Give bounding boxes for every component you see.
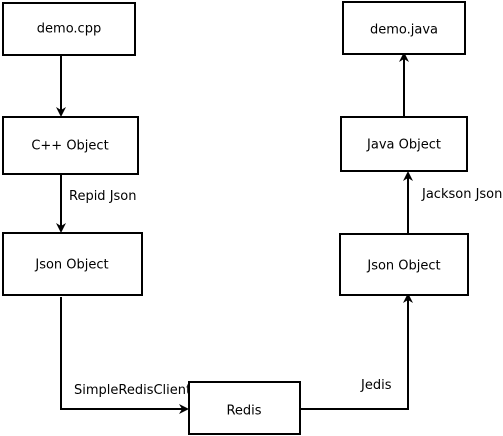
edge-labels: Repid Json SimpleRedisClient Jedis Jacks… bbox=[69, 187, 502, 398]
node-label-json-object-left: Json Object bbox=[34, 258, 108, 273]
edges bbox=[56, 52, 413, 414]
node-label-redis: Redis bbox=[226, 404, 261, 419]
node-json-object-left: Json Object bbox=[2, 232, 143, 296]
node-demo-cpp: demo.cpp bbox=[2, 2, 136, 56]
edge-label-repid-json: Repid Json bbox=[69, 189, 137, 204]
edge-label-simpleredisclient: SimpleRedisClient bbox=[74, 383, 191, 398]
node-java-object: Java Object bbox=[340, 116, 468, 172]
node-label-json-object-right: Json Object bbox=[366, 259, 440, 274]
edge-redis-to-json-object bbox=[300, 293, 413, 410]
node-json-object-right: Json Object bbox=[339, 233, 469, 296]
node-demo-java: demo.java bbox=[342, 1, 466, 55]
edge-label-jedis: Jedis bbox=[360, 378, 392, 393]
edge-json-object-to-redis bbox=[60, 297, 189, 414]
node-redis: Redis bbox=[188, 381, 301, 435]
node-label-java-object: Java Object bbox=[366, 138, 441, 153]
node-label-demo-cpp: demo.cpp bbox=[37, 22, 101, 37]
node-cpp-object: C++ Object bbox=[2, 116, 139, 175]
node-label-demo-java: demo.java bbox=[370, 23, 438, 38]
edge-label-jackson-json: Jackson Json bbox=[421, 187, 502, 202]
node-label-cpp-object: C++ Object bbox=[31, 139, 108, 154]
